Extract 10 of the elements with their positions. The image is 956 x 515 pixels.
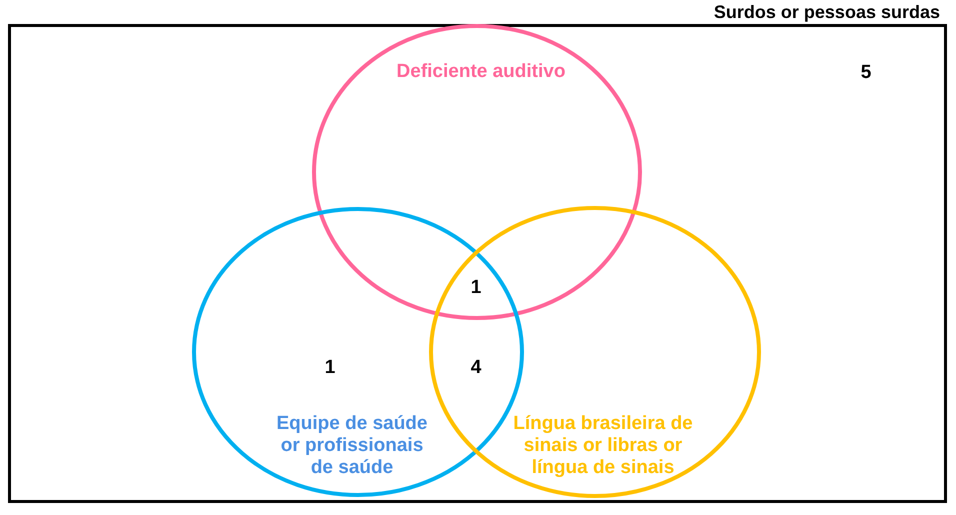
region-count: 4 — [470, 358, 482, 378]
set-ellipse — [429, 206, 761, 498]
set-label: Equipe de saúde or profissionais de saúde — [276, 413, 428, 479]
region-count: 1 — [470, 278, 482, 298]
region-count: 5 — [860, 63, 872, 83]
set-label: Deficiente auditivo — [396, 61, 566, 83]
set-title: Surdos or pessoas surdas — [714, 2, 940, 22]
set-label: Língua brasileira de sinais or libras or língua de sinais — [512, 413, 694, 479]
region-count: 1 — [324, 358, 336, 378]
set-ellipse — [312, 24, 642, 320]
